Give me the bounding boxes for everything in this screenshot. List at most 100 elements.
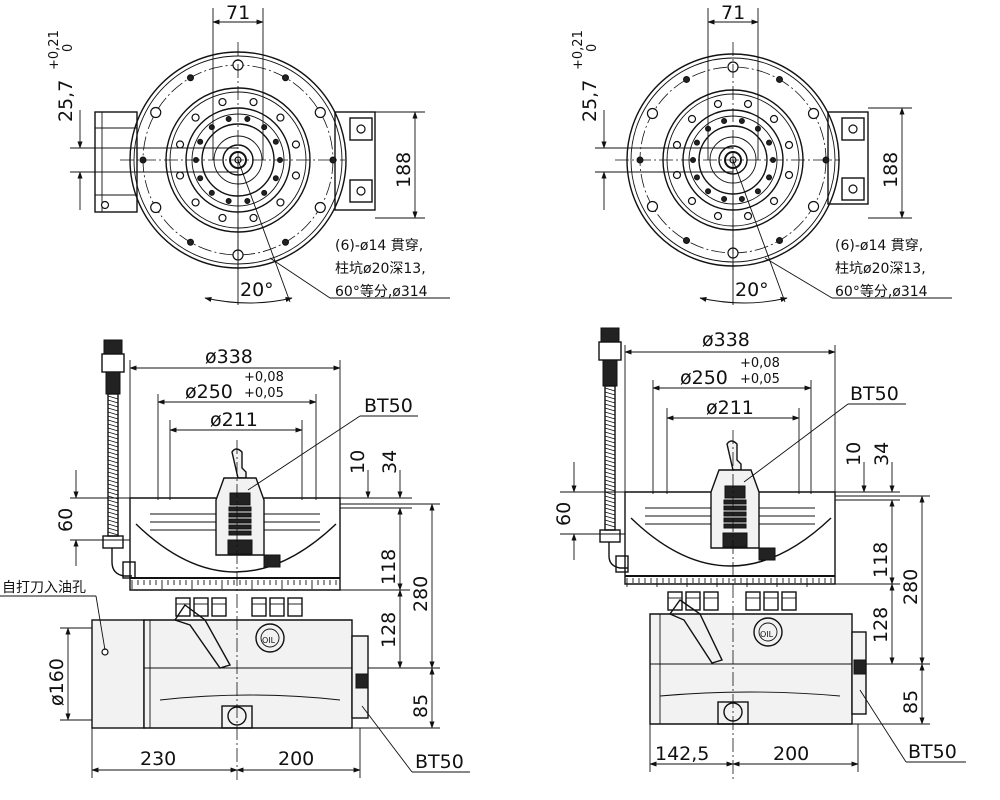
hose-braid [604,431,616,436]
bolt-hole [244,197,251,204]
hose-braid [604,519,616,524]
hose-braid [107,419,119,424]
bolt-hole [776,237,783,245]
bolt-hole [743,99,753,109]
bolt-hole [693,174,700,181]
bolt-hole [784,140,794,150]
spring-coil [723,517,747,523]
left-top-view: 71 25,7 +0,21 0 188 20° (6)-ø14 貫穿, 柱坑ø2… [47,2,450,305]
hose-braid [604,407,616,412]
hose-braid [604,399,616,404]
bolt-hole [766,174,773,181]
bolt-hole [272,175,279,182]
note-holes-line3: 60°等分,ø314 [835,283,928,300]
bolt-hole [208,189,215,196]
connector-boss [745,591,761,611]
dim-25-7: 25,7 [579,80,601,122]
hose-braid [604,443,616,448]
bolt-hole [784,170,794,180]
hose-braid [604,499,616,504]
dia-211: ø211 [706,397,754,419]
spring-coil [228,506,252,512]
hose-braid [107,423,119,428]
bolt-holes-inner [193,116,283,204]
hose-braid [107,495,119,500]
oil-label: OIL [262,636,276,645]
hose-braid [604,387,616,392]
hose-braid [107,483,119,488]
hose-braid [107,479,119,484]
hose-braid [107,503,119,508]
tol-250-lower: +0,05 [740,372,780,387]
tol-25-7-lower: 0 [61,44,76,52]
dim-128: 128 [870,607,892,643]
bolt-hole [776,75,783,83]
bolt-holes-middle [175,97,301,223]
connector-boss [175,597,191,617]
hose-braid [107,447,119,452]
bolt-hole [244,116,251,123]
hose-braid [604,523,616,528]
hose-braid [107,451,119,456]
hose-braid [604,475,616,480]
connector-bosses [175,597,303,617]
note-holes-line2: 柱坑ø20深13, [835,261,926,277]
note-holes-line1: (6)-ø14 貫穿, [835,238,923,254]
bolt-hole [150,106,162,119]
connector-boss [211,597,227,617]
bolt-hole [713,211,723,221]
spring-coil [723,511,747,517]
bolt-hole [769,114,779,124]
bolt-hole [276,198,285,207]
label-bt50-bottom: BT50 [415,751,464,773]
connector-boss [251,597,267,617]
hose-braid [604,459,616,464]
hose-braid [604,391,616,396]
dim-200: 200 [278,748,314,770]
hose-braid [604,515,616,520]
dia-211: ø211 [210,409,258,431]
hose-braid [107,399,119,404]
bolt-hole [261,124,268,131]
hose-braid [604,447,616,452]
hose-braid [604,483,616,488]
dim-280: 280 [410,576,432,612]
dim-71: 71 [226,2,250,24]
hose-braid [107,435,119,440]
bolt-hole [175,171,185,180]
bolt-holes-middle [672,99,794,221]
bolt-hole [807,107,820,120]
spring-coil [228,518,252,524]
bolt-hole [276,113,285,122]
dim-118: 118 [378,549,400,585]
degree-scale [131,580,337,589]
hose-braid [604,463,616,468]
hose-braid [107,475,119,480]
dim-85: 85 [900,690,922,714]
bolt-hole [769,196,779,206]
hose-braid [604,403,616,408]
dim-142-5: 142,5 [655,743,709,765]
tol-250-lower: +0,05 [244,386,284,401]
dim-60: 60 [55,508,77,532]
bolt-hole [754,188,761,195]
right-top-view: 71 25,7 +0,21 0 188 20° (6)-ø14 貫穿, 柱坑ø2… [571,2,952,305]
connector-boss [193,597,209,617]
bolt-hole [672,170,682,180]
hose-braid [107,407,119,412]
connector-boss [781,591,797,611]
hose-braid [107,411,119,416]
bolt-hole [291,140,301,149]
dim-71: 71 [721,2,745,24]
dim-10: 10 [347,450,369,474]
degree-scale [626,578,832,587]
spring-coil [723,499,747,505]
bolt-hole [721,195,728,202]
dim-230: 230 [140,748,176,770]
hose-braid [604,415,616,420]
hose-braid [604,487,616,492]
bolt-hole [687,196,697,206]
connector-boss [763,591,779,611]
bolt-hole [225,197,232,204]
dim-188: 188 [880,152,902,188]
